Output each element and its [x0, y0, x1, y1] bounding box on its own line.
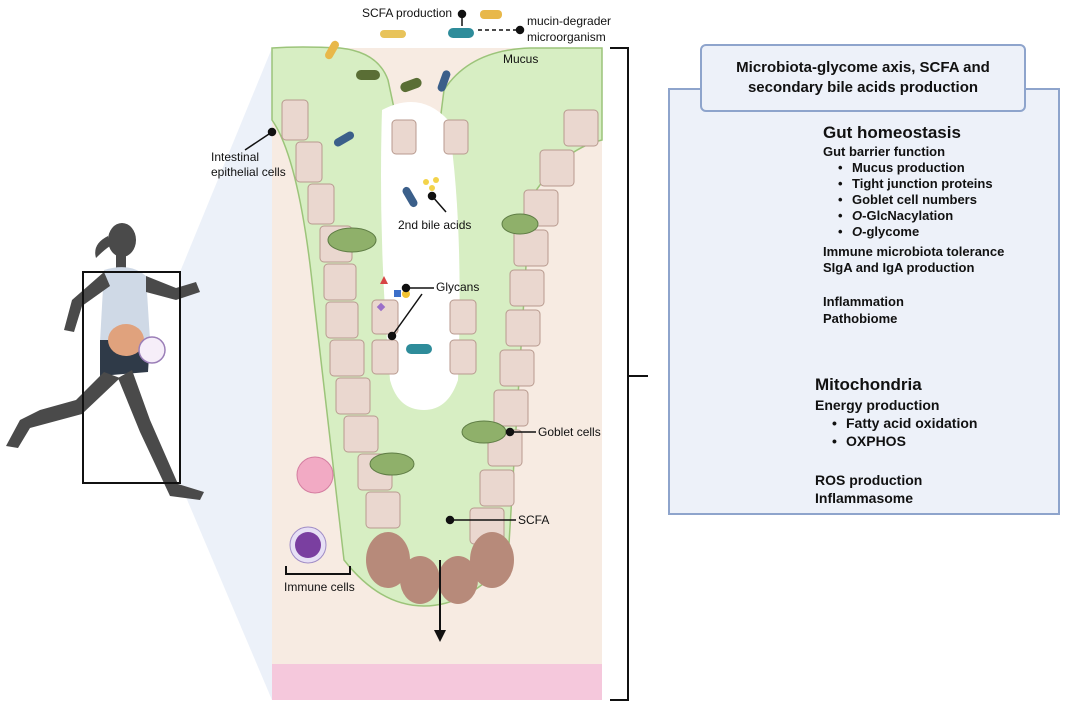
- immune-bracket: [285, 566, 351, 575]
- label-goblet-cells: Goblet cells: [538, 425, 601, 439]
- microbiome-icon: [138, 336, 166, 364]
- label-scfa: SCFA: [518, 513, 550, 527]
- goblet-cell-left-top: [327, 227, 377, 253]
- mito-heading: Mitochondria: [815, 375, 922, 394]
- goblet-cell-right: [461, 420, 507, 444]
- bacteria-cluster: [325, 10, 502, 354]
- label-intestinal-1: Intestinal: [211, 150, 260, 164]
- left-epithelium: [281, 99, 401, 529]
- gut-inflammation: Inflammation: [823, 294, 904, 309]
- label-mucin-degrader-1: mucin-degrader: [527, 14, 612, 28]
- o-prefix-1: O: [852, 208, 863, 223]
- crypt-lumen: [381, 102, 460, 410]
- gut-pathobiome: Pathobiome: [823, 311, 898, 326]
- panel-bracket: [610, 47, 648, 701]
- mito-up-header: Energy production: [815, 397, 940, 413]
- gut-siga: SIgA and IgA production: [823, 260, 975, 275]
- gut-item-goblet: Goblet cell numbers: [838, 192, 977, 208]
- label-scfa-production: SCFA production: [362, 6, 453, 20]
- lymphocyte-nucleus: [295, 532, 321, 558]
- label-bile-acids: 2nd bile acids: [398, 218, 472, 232]
- label-mucin-degrader-2: microorganism: [527, 30, 606, 44]
- bile-acid-dots: [423, 177, 439, 191]
- goblet-cell-right-top: [501, 213, 539, 235]
- mito-item-oxphos: OXPHOS: [832, 433, 906, 449]
- crypt-base-cells: [366, 532, 514, 604]
- gut-heading: Gut homeostasis: [823, 123, 961, 142]
- gut-immune-tolerance: Immune microbiota tolerance: [823, 244, 1005, 259]
- crypt-arrowhead: [434, 630, 446, 642]
- zoom-box: [82, 271, 181, 484]
- mito-item-fao: Fatty acid oxidation: [832, 415, 978, 431]
- mito-inflammasome: Inflammasome: [815, 490, 914, 506]
- mito-ros: ROS production: [815, 472, 923, 488]
- panel-title: Microbiota-glycome axis, SCFA and second…: [700, 44, 1026, 112]
- label-intestinal-2: epithelial cells: [211, 165, 286, 179]
- runner-figure: [6, 223, 204, 500]
- glycan-chain: [376, 276, 410, 312]
- goblet-cell-left-bottom: [369, 452, 415, 476]
- o-prefix-2: O: [852, 224, 863, 239]
- gut-item-tight-junction: Tight junction proteins: [838, 176, 993, 192]
- label-glycans: Glycans: [436, 280, 480, 294]
- glcnac-text: GlcNacylation: [866, 208, 954, 223]
- gut-item-oglycome: O-glycome: [838, 224, 920, 240]
- gut-up-header: Gut barrier function: [823, 144, 946, 159]
- zoom-wedge: [180, 48, 272, 700]
- leader-lines: [244, 9, 536, 525]
- neutrophil: [296, 456, 334, 494]
- label-mucus: Mucus: [503, 52, 539, 66]
- oglycome-text: glycome: [866, 224, 920, 239]
- gut-item-glcnacylation: O-GlcNacylation: [838, 208, 954, 224]
- muscularis: [272, 664, 602, 700]
- label-immune-cells: Immune cells: [284, 580, 355, 594]
- inner-epithelium: [371, 119, 477, 375]
- gut-item-mucus: Mucus production: [838, 160, 965, 176]
